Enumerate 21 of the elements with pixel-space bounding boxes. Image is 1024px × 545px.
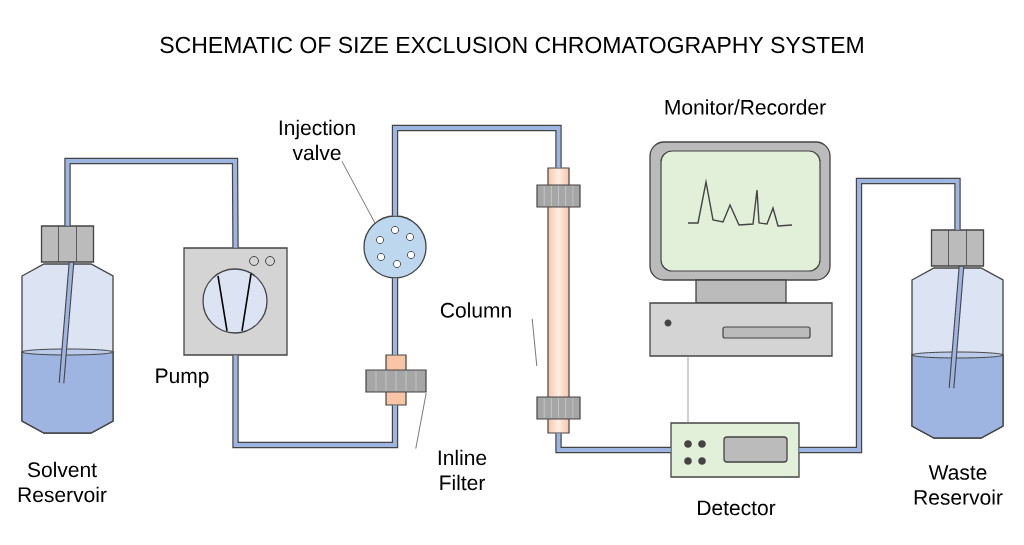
equipment-label: Detector — [698, 500, 776, 516]
callout-label: Inline Filter — [438, 449, 487, 491]
cable — [687, 355, 689, 424]
callout-label: Injection valve — [279, 119, 355, 161]
tube — [64, 157, 239, 248]
leader-line — [415, 392, 427, 449]
filter-drawing — [365, 354, 427, 406]
leader-line — [341, 161, 376, 224]
equipment-label: Solvent Reservoir — [18, 461, 107, 503]
title: SCHEMATIC OF SIZE EXCLUSION CHROMATOGRAPHY SYSTEM — [160, 36, 863, 54]
equipment-label: Monitor/Recorder — [665, 99, 826, 115]
injection-valve-drawing — [363, 215, 427, 279]
leader-line — [531, 318, 538, 367]
equipment-label: Waste Reservoir — [914, 465, 1003, 505]
tube — [555, 433, 671, 454]
equipment-label: Pump — [156, 368, 209, 388]
callout-label: Column — [440, 302, 511, 318]
tube — [391, 278, 399, 355]
column-drawing — [536, 167, 581, 434]
tube — [391, 124, 562, 216]
tube — [232, 355, 399, 449]
